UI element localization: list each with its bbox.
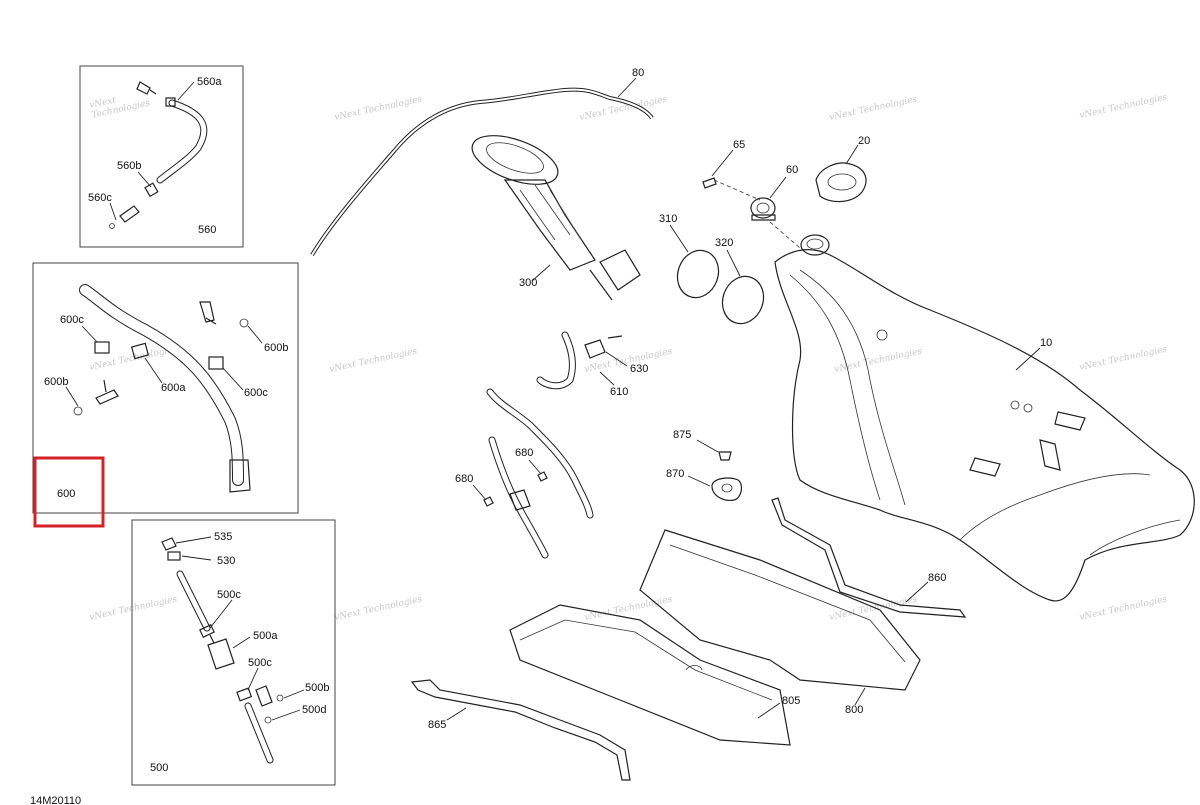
callout-530[interactable]: 530 (217, 555, 235, 567)
part-805-800-pads: 805 800 (509, 529, 921, 746)
watermark: vNext Technologies (834, 346, 924, 374)
callout-500a[interactable]: 500a (253, 630, 278, 642)
callout-600a[interactable]: 600a (161, 382, 186, 394)
callout-805[interactable]: 805 (782, 695, 800, 707)
watermark: vNext Technologies (584, 594, 674, 622)
watermark: vNext Technologies (584, 346, 674, 374)
watermark: vNext Technologies (89, 594, 179, 622)
callout-560b[interactable]: 560b (117, 160, 141, 172)
watermark: vNext Technologies (334, 594, 424, 622)
callout-630[interactable]: 630 (630, 363, 648, 375)
part-865-bracket: 865 (410, 679, 631, 781)
callout-600c[interactable]: 600c (244, 387, 268, 399)
watermark: vNext Technologies (1079, 594, 1169, 622)
callout-865[interactable]: 865 (428, 719, 446, 731)
svg-text:vNext Technologies: vNext Technologies (584, 346, 674, 374)
callout-500c[interactable]: 500c (217, 589, 241, 601)
watermark: vNext Technologies (334, 94, 424, 122)
callout-65[interactable]: 65 (733, 139, 745, 151)
callout-860[interactable]: 860 (928, 572, 946, 584)
watermark: vNext Technologies (579, 94, 669, 122)
part-860-bracket: 860 (771, 497, 967, 618)
part-300-fuel-pump: 300 (471, 135, 641, 301)
callout-535[interactable]: 535 (214, 531, 232, 543)
svg-text:vNext Technologies: vNext Technologies (1079, 92, 1169, 120)
callout-870[interactable]: 870 (666, 468, 684, 480)
watermark: vNext Technologies (1079, 92, 1169, 120)
callout-800[interactable]: 800 (845, 704, 863, 716)
callout-300[interactable]: 300 (519, 277, 537, 289)
callout-610[interactable]: 610 (610, 386, 628, 398)
callout-20[interactable]: 20 (858, 135, 870, 147)
callout-60[interactable]: 60 (786, 164, 798, 176)
part-80-fuel-line: 80 (310, 67, 654, 257)
callout-560c[interactable]: 560c (88, 192, 112, 204)
watermark: vNext Technologies (329, 346, 419, 374)
inset-500: 535 530 500c 500a 500c 500b 500d 500 (131, 519, 336, 786)
callout-600b[interactable]: 600b (44, 376, 68, 388)
callout-600c[interactable]: 600c (60, 314, 84, 326)
svg-text:vNext Technologies: vNext Technologies (829, 94, 919, 122)
callout-10[interactable]: 10 (1040, 337, 1052, 349)
callout-560[interactable]: 560 (198, 224, 216, 236)
svg-text:vNext Technologies: vNext Technologies (834, 346, 924, 374)
diagram-code: 14M20110 (30, 795, 81, 805)
part-875-870: 875 870 (666, 429, 743, 501)
callout-500c[interactable]: 500c (248, 657, 272, 669)
callout-500d[interactable]: 500d (302, 704, 326, 716)
callout-600[interactable]: 600 (57, 488, 75, 500)
svg-text:vNext Technologies: vNext Technologies (584, 594, 674, 622)
callout-875[interactable]: 875 (673, 429, 691, 441)
callout-500b[interactable]: 500b (305, 682, 329, 694)
callout-500[interactable]: 500 (150, 762, 168, 774)
watermark: vNext Technologies (1079, 344, 1169, 372)
part-65-60-20: 65 60 20 (702, 135, 870, 249)
watermark: vNext Technologies (829, 94, 919, 122)
highlight-frame (33, 456, 105, 528)
callout-310[interactable]: 310 (659, 213, 677, 225)
callout-680[interactable]: 680 (515, 447, 533, 459)
callout-680[interactable]: 680 (455, 473, 473, 485)
inset-560: 560a 560b 560c 560 (79, 65, 244, 248)
part-310-320-rings: 310 320 (659, 213, 765, 325)
svg-text:vNext Technologies: vNext Technologies (579, 94, 669, 122)
part-630-610-680-hoses: 630 610 680 680 (455, 331, 648, 559)
callout-560a[interactable]: 560a (197, 76, 222, 88)
svg-text:vNext Technologies: vNext Technologies (334, 594, 424, 622)
callout-80[interactable]: 80 (632, 67, 644, 79)
callout-600b[interactable]: 600b (264, 342, 288, 354)
svg-text:vNext Technologies: vNext Technologies (89, 594, 179, 622)
part-10-fuel-tank: 10 (774, 234, 1195, 602)
callout-320[interactable]: 320 (715, 237, 733, 249)
svg-text:vNext Technologies: vNext Technologies (329, 346, 419, 374)
svg-text:vNext Technologies: vNext Technologies (1079, 594, 1169, 622)
svg-text:vNext Technologies: vNext Technologies (1079, 344, 1169, 372)
svg-text:vNext Technologies: vNext Technologies (334, 94, 424, 122)
inset-600: 600c 600b 600a 600c 600b 600 (32, 262, 299, 528)
